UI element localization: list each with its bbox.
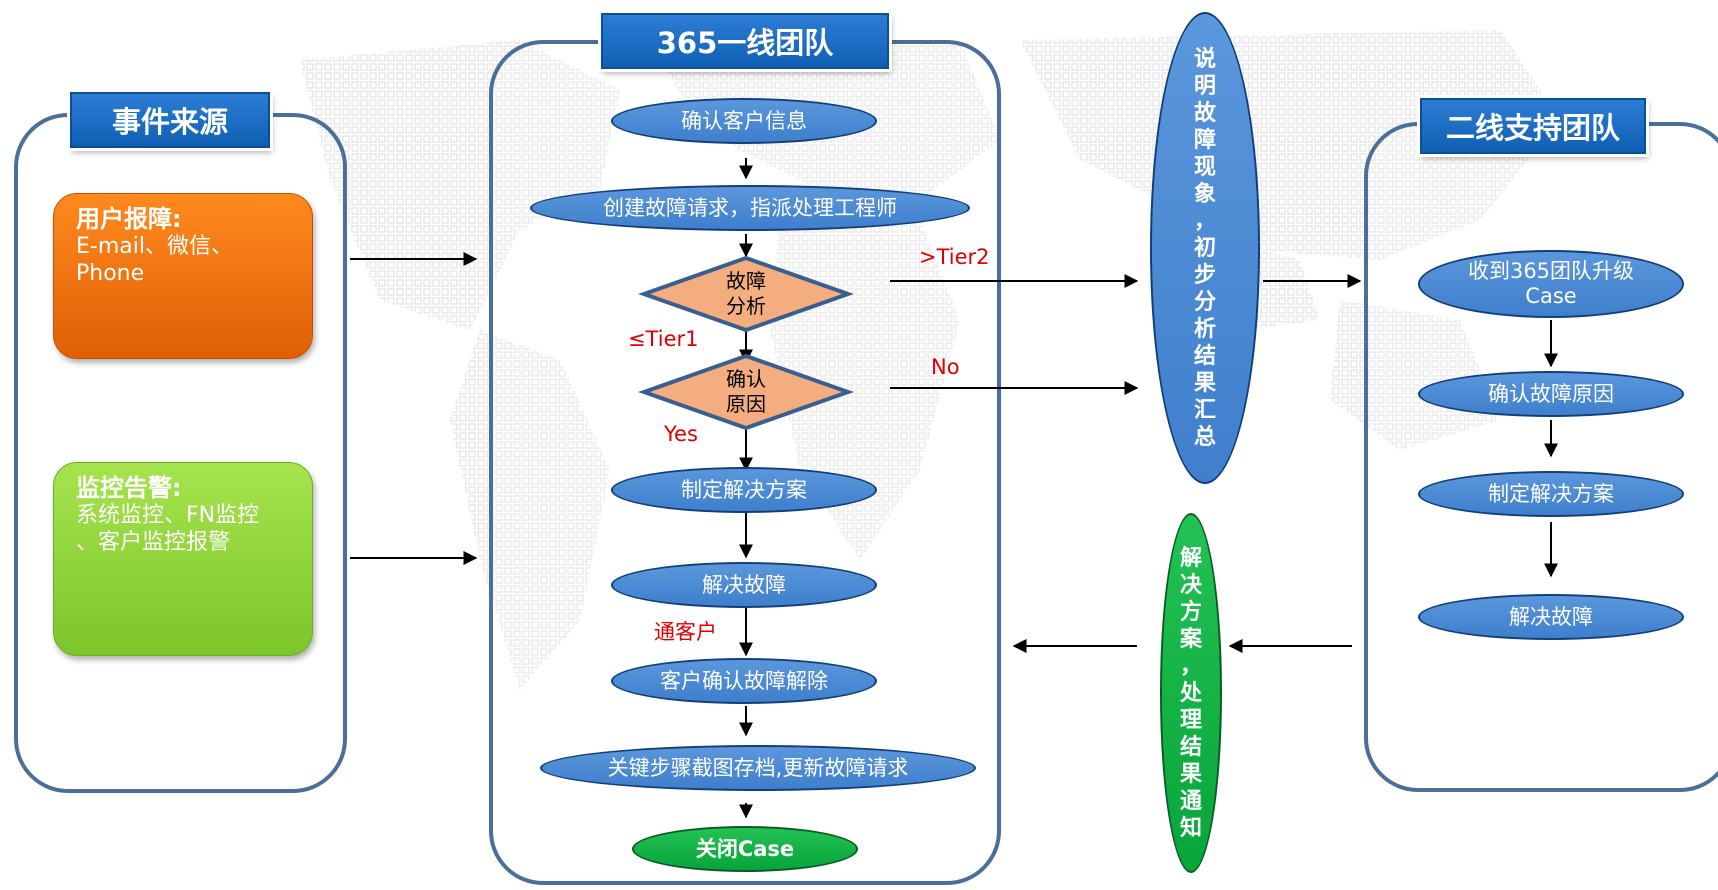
step-confirm-customer-info: 确认客户信息	[611, 98, 877, 144]
event-source-title: 事件来源	[70, 92, 270, 148]
explain-oval-char: 步	[1193, 262, 1216, 288]
notify-oval-char: 处	[1179, 680, 1202, 706]
label-yes: Yes	[664, 422, 698, 446]
explain-oval-char: 汇	[1193, 397, 1216, 423]
explain-oval-char: 分	[1193, 289, 1216, 315]
step-customer-confirm: 客户确认故障解除	[611, 658, 877, 704]
explain-oval-char: 初	[1193, 235, 1216, 261]
t2-step-resolve-fault: 解决故障	[1418, 594, 1684, 640]
fault-analysis-line-1: 故障	[726, 269, 766, 293]
confirm-cause-label: 确认 原因	[684, 366, 808, 418]
fault-analysis-label: 故障 分析	[684, 268, 808, 320]
step-create-ticket: 创建故障请求，指派处理工程师	[530, 185, 970, 231]
label-le-tier1: ≤Tier1	[628, 327, 699, 351]
step-archive-update: 关键步骤截图存档,更新故障请求	[540, 745, 976, 791]
notify-oval-char: 通	[1179, 788, 1202, 814]
monitor-alert-line-2: 、客户监控报警	[76, 530, 231, 555]
explain-oval-char: ，	[1193, 208, 1216, 234]
label-no: No	[931, 355, 960, 379]
fault-analysis-line-2: 分析	[726, 294, 766, 318]
explain-oval-char: 总	[1193, 424, 1216, 450]
user-report-line-2: Phone	[76, 261, 145, 286]
confirm-cause-line-1: 确认	[726, 367, 766, 391]
t2-step-confirm-cause: 确认故障原因	[1418, 371, 1684, 417]
t2-step-make-solution: 制定解决方案	[1418, 471, 1684, 517]
confirm-cause-diamond	[637, 353, 855, 431]
tier2-team-title: 二线支持团队	[1420, 98, 1646, 154]
notify-oval-char: 果	[1179, 761, 1202, 787]
t2-receive-line-2: Case	[1525, 284, 1577, 308]
monitor-alert-box: 监控告警: 系统监控、FN监控 、客户监控报警	[53, 462, 313, 656]
t2-step-receive-escalation: 收到365团队升级 Case	[1418, 250, 1684, 318]
step-resolve-fault: 解决故障	[611, 562, 877, 608]
notify-oval-char: 解	[1179, 545, 1202, 571]
notify-oval-char: 方	[1179, 599, 1202, 625]
monitor-alert-line-1: 系统监控、FN监控	[76, 503, 260, 528]
fault-analysis-diamond	[637, 255, 855, 333]
notify-oval-char: 理	[1179, 707, 1202, 733]
explain-oval-char: 象	[1193, 181, 1216, 207]
tier2-team-panel	[1364, 122, 1718, 792]
notify-oval-char: 案	[1179, 626, 1202, 652]
explain-oval-char: 结	[1193, 343, 1216, 369]
explain-oval-char: 说	[1193, 46, 1216, 72]
explain-oval-char: 障	[1193, 127, 1216, 153]
user-report-line-1: E-mail、微信、	[76, 234, 233, 259]
explain-oval-char: 析	[1193, 316, 1216, 342]
notify-oval-char: 决	[1179, 572, 1202, 598]
monitor-alert-heading: 监控告警:	[76, 474, 182, 502]
notify-oval-char: ，	[1179, 653, 1202, 679]
label-gt-tier2: >Tier2	[919, 245, 990, 269]
solution-notify-oval: 解决方案，处理结果通知	[1160, 513, 1222, 873]
step-close-case: 关闭Case	[632, 826, 858, 872]
t2-receive-line-1: 收到365团队升级	[1467, 259, 1635, 283]
notify-oval-char: 结	[1179, 734, 1202, 760]
explain-oval-char: 明	[1193, 73, 1216, 99]
explain-oval-char: 现	[1193, 154, 1216, 180]
explain-oval-char: 果	[1193, 370, 1216, 396]
explain-oval-char: 故	[1193, 100, 1216, 126]
notify-oval-char: 知	[1179, 815, 1202, 841]
explain-summary-oval: 说明故障现象，初步分析结果汇总	[1150, 12, 1260, 484]
step-make-solution: 制定解决方案	[611, 467, 877, 513]
user-report-box: 用户报障: E-mail、微信、 Phone	[53, 193, 313, 359]
confirm-cause-line-2: 原因	[726, 392, 766, 416]
user-report-heading: 用户报障:	[76, 205, 182, 233]
tier1-team-title: 365一线团队	[601, 13, 889, 69]
label-notify-customer: 通客户	[654, 620, 717, 644]
